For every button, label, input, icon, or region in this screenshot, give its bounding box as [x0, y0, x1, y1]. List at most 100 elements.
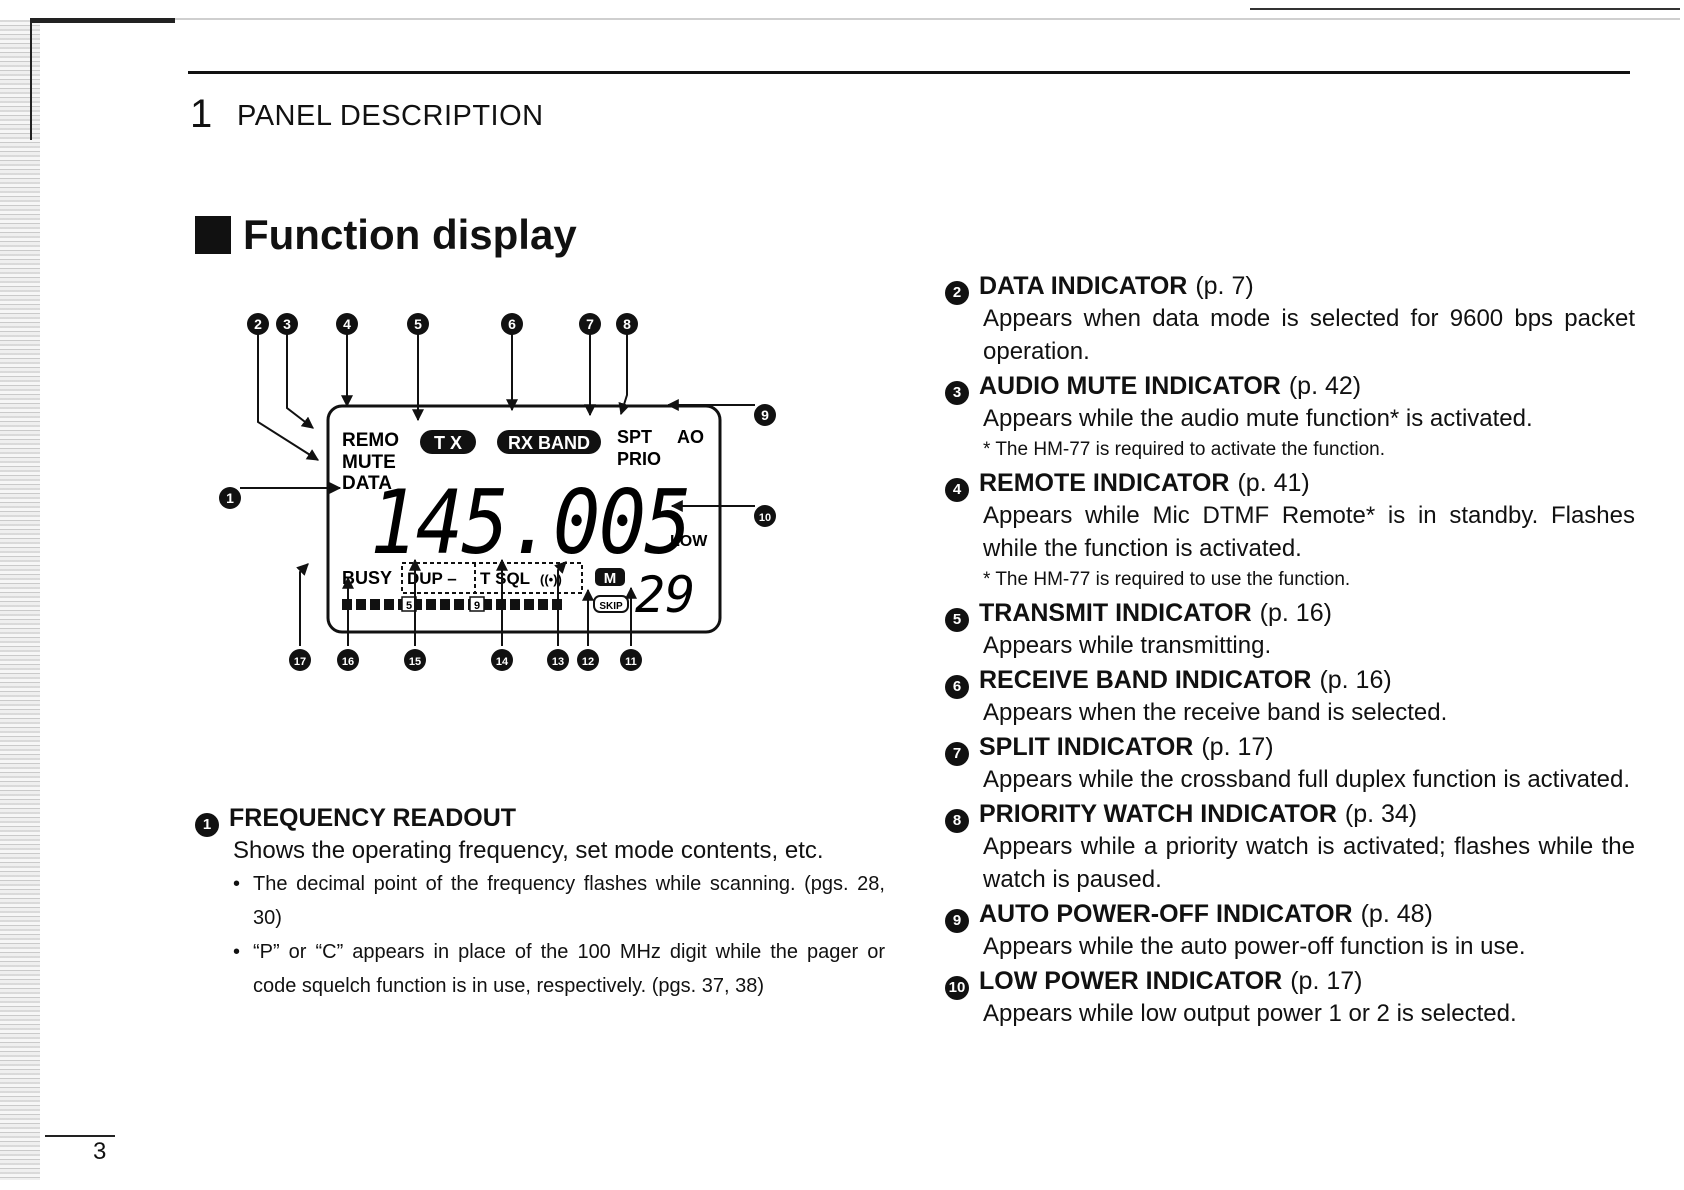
- tsql-label: T SQL: [480, 569, 530, 588]
- item-frequency-readout: 1 FREQUENCY READOUT Shows the operating …: [195, 802, 885, 1003]
- s-meter-segment: [356, 599, 366, 610]
- page-binding-edge: [0, 20, 40, 1180]
- item-page-ref: (p. 16): [1319, 666, 1392, 694]
- callout-number-17: 17: [294, 656, 306, 668]
- callout-number-7: 7: [586, 316, 594, 332]
- page-number: 3: [93, 1138, 107, 1165]
- callout-number-9: 9: [761, 407, 769, 423]
- item-number-badge: 8: [945, 809, 969, 833]
- s-meter-segment: [510, 599, 520, 610]
- s-meter-segment: [524, 599, 534, 610]
- rx-band-label: RX BAND: [508, 433, 590, 453]
- s-meter: [342, 599, 562, 610]
- item-description: Appears while the auto power-off functio…: [983, 933, 1526, 960]
- item-name: DATA INDICATOR: [979, 272, 1188, 300]
- s-meter-9-box: [469, 596, 485, 612]
- callout-number-13: 13: [552, 656, 564, 668]
- item-bullet: • The decimal point of the frequency fla…: [233, 867, 885, 935]
- item-page-ref: (p. 42): [1288, 372, 1362, 400]
- memory-badge: [595, 568, 625, 586]
- item-description: Appears while the audio mute function* i…: [983, 405, 1533, 432]
- data-label: DATA: [342, 473, 392, 494]
- s-meter-segment: [454, 599, 464, 610]
- item-name: RECEIVE BAND INDICATOR: [979, 666, 1312, 694]
- s-meter-segment: [426, 599, 436, 610]
- s-meter-segment: [412, 599, 422, 610]
- callout-circle-11: [620, 649, 642, 671]
- item-number-badge: 3: [945, 381, 969, 405]
- header-rule: [188, 71, 1630, 74]
- skip-badge: [593, 595, 629, 613]
- top-rule-right: [1250, 8, 1680, 10]
- callout-number-11: 11: [625, 656, 637, 668]
- callout-circle-14: [491, 649, 513, 671]
- item-note: * The HM-77 is required to use the funct…: [983, 569, 1351, 590]
- bullet-dot-icon: •: [233, 873, 241, 895]
- item-number-badge: 4: [945, 478, 969, 502]
- s-meter-segment: [482, 599, 492, 610]
- callout-number-14: 14: [496, 656, 509, 668]
- item-number-badge: 7: [945, 742, 969, 766]
- item-description: Appears while transmitting.: [983, 632, 1272, 659]
- callout-number-5: 5: [414, 316, 422, 332]
- memory-label: M: [604, 570, 617, 587]
- ao-label: AO: [677, 427, 704, 447]
- tx-label: T X: [434, 433, 462, 453]
- item-number-badge: 5: [945, 608, 969, 632]
- spt-label: SPT: [617, 427, 652, 447]
- lcd-frame: [326, 404, 722, 634]
- s-meter-segment: [384, 599, 394, 610]
- bullet-dot-icon: •: [233, 941, 241, 963]
- s-meter-9-label: 9: [474, 600, 480, 612]
- item-name: TRANSMIT INDICATOR: [979, 599, 1252, 627]
- top-rule-accent: [30, 18, 175, 23]
- s-meter-segment: [538, 599, 548, 610]
- busy-label: BUSY: [342, 568, 392, 588]
- callout-circle-5: [407, 313, 429, 335]
- top-rule: [30, 18, 1680, 20]
- callout-number-3: 3: [283, 316, 291, 332]
- item-page-ref: (p. 7): [1195, 272, 1254, 300]
- callout-number-1: 1: [226, 490, 234, 506]
- s-meter-segment: [440, 599, 450, 610]
- binding-rule: [30, 20, 32, 140]
- item-number-badge: 1: [195, 813, 219, 837]
- callout-circle-16: [337, 649, 359, 671]
- callout-circle-10: [754, 505, 776, 527]
- item-number-badge: 6: [945, 675, 969, 699]
- item-description: Appears while the crossband full duplex …: [983, 766, 1631, 793]
- callout-circle-3: [276, 313, 298, 335]
- item-receive-band-indicator: 6 RECEIVE BAND INDICATOR(p. 16) Appears wh…: [945, 664, 1635, 729]
- mute-label: MUTE: [342, 452, 396, 473]
- callout-circle-15: [404, 649, 426, 671]
- low-label: LOW: [670, 533, 708, 550]
- callout-circle-9: [754, 404, 776, 426]
- section-title: Function display: [243, 211, 577, 258]
- heading-square-icon: [195, 216, 231, 254]
- item-name: REMOTE INDICATOR: [979, 469, 1230, 497]
- item-page-ref: (p. 48): [1360, 900, 1433, 928]
- callout-circle-12: [577, 649, 599, 671]
- callout-circle-2: [247, 313, 269, 335]
- item-page-ref: (p. 41): [1237, 469, 1310, 497]
- callout-circle-7: [579, 313, 601, 335]
- s-meter-segment: [370, 599, 380, 610]
- item-number-badge: 10: [945, 976, 969, 1000]
- callout-number-8: 8: [623, 316, 631, 332]
- callout-circle-13: [547, 649, 569, 671]
- callout-circle-17: [289, 649, 311, 671]
- item-description: Appears when data mode is selected for 9…: [983, 305, 1635, 365]
- item-page-ref: (p. 34): [1344, 800, 1418, 828]
- item-page-ref: (p. 16): [1259, 599, 1332, 627]
- item-description: Appears when the receive band is selecte…: [983, 699, 1448, 726]
- remo-label: REMO: [342, 430, 399, 451]
- chapter-title: PANEL DESCRIPTION: [237, 100, 544, 132]
- callout-number-15: 15: [409, 656, 421, 668]
- item-name: SPLIT INDICATOR: [979, 733, 1194, 761]
